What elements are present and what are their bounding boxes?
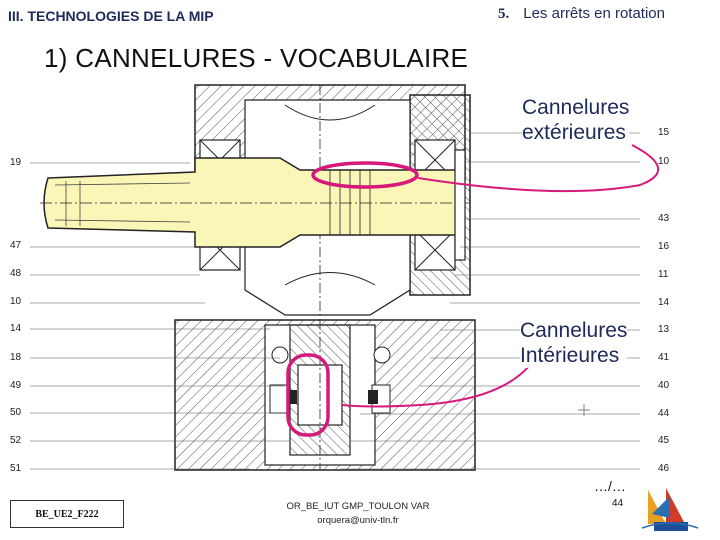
label-right-40: 40	[658, 380, 670, 391]
external-splines-highlight	[311, 161, 419, 189]
label-left-10: 10	[10, 296, 22, 307]
label-left-49: 49	[10, 380, 22, 391]
label-right-10: 10	[658, 156, 670, 167]
footer-line1: OR_BE_IUT GMP_TOULON VAR	[286, 501, 430, 512]
label-left-51: 51	[10, 463, 22, 474]
label-right-44: 44	[658, 408, 670, 419]
external-callout-line1: Cannelures	[522, 96, 630, 119]
label-right-45: 45	[658, 435, 670, 446]
label-left-50: 50	[10, 407, 22, 418]
label-right-46: 46	[658, 463, 670, 474]
footer-credits: OR_BE_IUT GMP_TOULON VAR orquera@univ-tl…	[268, 500, 448, 528]
label-right-16: 16	[658, 241, 670, 252]
label-right-41: 41	[658, 352, 670, 363]
crosshair-icon	[578, 404, 590, 416]
internal-pointer-arrow	[341, 364, 531, 408]
label-left-14: 14	[10, 323, 22, 334]
internal-splines-highlight	[286, 353, 330, 437]
output-shaft	[43, 157, 461, 248]
label-right-14: 14	[658, 297, 670, 308]
section-heading: III. TECHNOLOGIES DE LA MIP	[8, 8, 214, 24]
internal-splines-callout: Cannelures Intérieures	[520, 318, 628, 368]
subsection-title: Les arrêts en rotation	[523, 5, 665, 22]
internal-callout-line1: Cannelures	[520, 319, 628, 342]
label-left-19: 19	[10, 157, 22, 168]
label-left-48: 48	[10, 268, 22, 279]
internal-callout-line2: Intérieures	[520, 344, 620, 367]
page-number: 44	[612, 498, 624, 509]
label-left-18: 18	[10, 352, 22, 363]
footer-email: orquera@univ-tln.fr	[317, 515, 399, 526]
label-right-43: 43	[658, 213, 670, 224]
document-reference: BE_UE2_F222	[10, 500, 124, 528]
label-right-15: 15	[658, 127, 670, 138]
label-right-13: 13	[658, 324, 670, 335]
external-pointer-arrow	[417, 144, 660, 193]
label-left-52: 52	[10, 435, 22, 446]
label-left-47: 47	[10, 240, 22, 251]
subsection-number: 5.	[498, 6, 510, 22]
external-splines-callout: Cannelures extérieures	[522, 95, 630, 145]
iut-logo-icon	[641, 488, 699, 531]
subsection-heading: 5. Les arrêts en rotation	[498, 5, 665, 23]
external-callout-line2: extérieures	[522, 121, 626, 144]
external-splines	[329, 170, 371, 235]
label-right-11: 11	[658, 269, 669, 280]
continuation-marker: …/…	[594, 478, 626, 494]
slide-title: 1) CANNELURES - VOCABULAIRE	[44, 43, 469, 73]
